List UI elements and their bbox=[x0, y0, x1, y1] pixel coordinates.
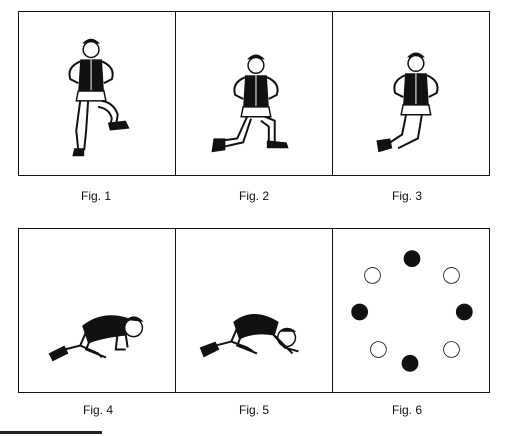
circle-filled bbox=[403, 250, 421, 268]
figure-3-panel bbox=[332, 11, 490, 176]
page-underline bbox=[0, 431, 102, 434]
figure-2-half-kneeling bbox=[211, 54, 289, 153]
figure-6-circle-arrangement bbox=[351, 250, 473, 372]
figure-5-caption: Fig. 5 bbox=[238, 403, 269, 417]
figure-6-caption: Fig. 6 bbox=[391, 403, 422, 417]
figure-3-caption: Fig. 3 bbox=[391, 189, 422, 203]
figure-1-standing-one-knee-raised bbox=[68, 38, 130, 157]
figure-5-forehead-to-ground bbox=[199, 313, 299, 358]
figure-1-caption: Fig. 1 bbox=[80, 189, 111, 203]
circle-hollow bbox=[370, 341, 387, 358]
circle-hollow bbox=[443, 341, 460, 358]
figure-4-panel bbox=[18, 228, 176, 393]
circle-hollow bbox=[443, 267, 460, 284]
figure-6-panel bbox=[332, 228, 490, 393]
figure-3-kneeling bbox=[376, 52, 439, 153]
circle-filled bbox=[351, 303, 369, 321]
figure-4-caption: Fig. 4 bbox=[82, 403, 113, 417]
circle-hollow bbox=[364, 267, 381, 284]
figure-5-panel bbox=[175, 228, 333, 393]
figure-2-panel bbox=[175, 11, 333, 176]
circle-filled bbox=[455, 303, 473, 321]
circle-filled bbox=[401, 354, 419, 372]
figure-1-panel bbox=[18, 11, 176, 176]
figure-4-crouching-forward bbox=[48, 315, 144, 362]
figure-2-caption: Fig. 2 bbox=[238, 189, 269, 203]
